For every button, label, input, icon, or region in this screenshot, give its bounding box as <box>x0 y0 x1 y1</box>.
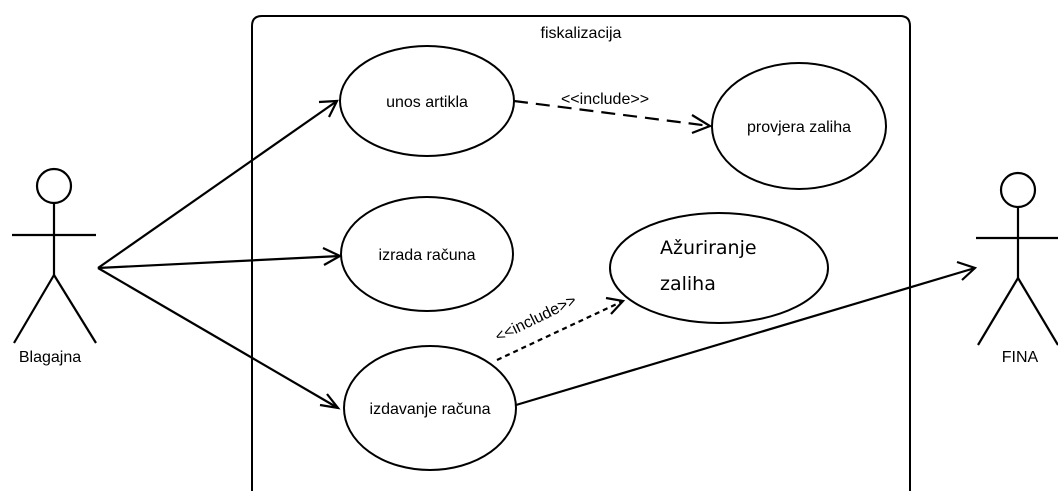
association-blagajna-unos <box>97 99 339 269</box>
use-case-izdavanje-racuna: izdavanje računa <box>343 345 517 471</box>
svg-text:izrada računa: izrada računa <box>379 247 476 264</box>
system-boundary <box>251 15 911 491</box>
svg-text:izdavanje računa: izdavanje računa <box>370 401 491 418</box>
svg-text:Ažuriranje: Ažuriranje <box>660 237 757 259</box>
system-title: fiskalizacija <box>541 25 622 42</box>
include-label-1: <<include>> <box>561 91 649 108</box>
use-case-provjera-zaliha: provjera zaliha <box>711 62 887 190</box>
actor-fina <box>976 171 1058 346</box>
svg-text:provjera zaliha: provjera zaliha <box>747 119 851 136</box>
include-unos-provjera <box>513 99 713 135</box>
svg-text:unos artikla: unos artikla <box>386 94 468 111</box>
actor-blagajna <box>12 167 97 344</box>
actor-fina-label: FINA <box>1002 349 1039 366</box>
association-izdavanje-fina <box>515 260 978 407</box>
use-case-unos-artikla: unos artikla <box>339 45 515 157</box>
include-izdavanje-azuriranje <box>496 296 626 361</box>
actor-blagajna-label: Blagajna <box>19 349 81 366</box>
use-case-azuriranje-zaliha: Ažuriranje zaliha <box>609 212 829 324</box>
association-blagajna-izrada <box>97 247 343 270</box>
use-case-izrada-racuna: izrada računa <box>340 196 514 312</box>
association-blagajna-izdavanje <box>97 267 341 410</box>
include-label-2: <<include>> <box>493 292 580 346</box>
svg-text:zaliha: zaliha <box>660 273 716 295</box>
